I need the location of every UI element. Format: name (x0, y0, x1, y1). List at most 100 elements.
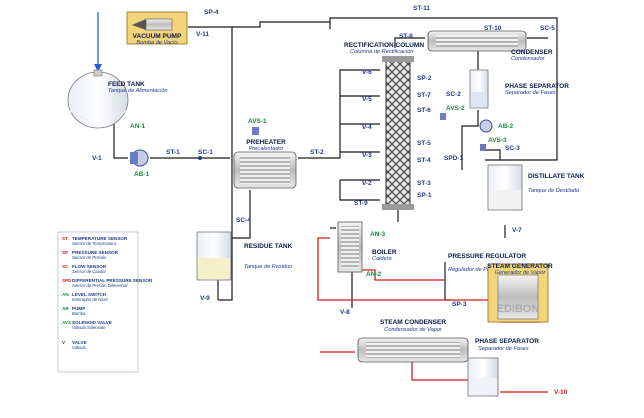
solenoid-valve-avs2[interactable] (440, 113, 446, 120)
legend: ST TEMPERATURE SENSOR Sensor de Temperat… (57, 231, 153, 373)
tag-ab2: AB-2 (498, 123, 514, 130)
tag-sc2: SC-2 (446, 91, 461, 98)
tag-v3: V-3 (362, 152, 372, 159)
svg-text:PUMP: PUMP (72, 306, 85, 311)
tag-v11: V-11 (196, 31, 209, 38)
residue-tank-subtitle: Tanque de Residuo (244, 264, 292, 270)
condenser[interactable] (427, 30, 527, 52)
svg-text:Interruptor de Nivel: Interruptor de Nivel (72, 297, 109, 302)
svg-text:Sensor de Presión: Sensor de Presión (72, 255, 107, 260)
tag-avs2: AVS-2 (446, 105, 465, 112)
legend-item: SP PRESSURE SENSOR Sensor de Presión (62, 250, 119, 260)
svg-text:DIFFERENTIAL PRESSURE SENSOR: DIFFERENTIAL PRESSURE SENSOR (72, 278, 153, 283)
tag-sp1: SP-1 (417, 192, 432, 199)
preheater-title: PREHEATER (246, 139, 286, 146)
svg-text:SOLENOID VALVE: SOLENOID VALVE (72, 320, 112, 325)
feed-tank-subtitle: Tanque de Alimentación (108, 88, 168, 94)
column-title: RECTIFICATION COLUMN (344, 42, 424, 49)
residue-tank-title: RESIDUE TANK (244, 243, 293, 250)
svg-text:SC: SC (62, 264, 69, 269)
phase-separator-top-title: PHASE SEPARATOR (505, 83, 569, 90)
legend-item: ST TEMPERATURE SENSOR Sensor de Temperat… (62, 236, 128, 246)
steam-generator-watermark: EDIBON (497, 303, 540, 315)
tag-v1: V-1 (92, 155, 102, 162)
flow-sensor-sc1 (198, 156, 202, 160)
steam-generator-title: STEAM GENERATOR (487, 263, 553, 270)
tag-avs3: AVS-3 (488, 137, 507, 144)
solenoid-valve-avs1[interactable] (252, 127, 259, 135)
pressure-regulator-subtitle: Regulador de Presión (448, 267, 502, 273)
tag-v10: V-10 (554, 389, 568, 396)
phase-separator-bottom-subtitle: Separador de Fases (478, 346, 529, 352)
tag-an3: AN-3 (370, 231, 386, 238)
vacuum-pump-title: VACUUM PUMP (133, 33, 182, 40)
preheater-subtitle: Precalentador (249, 146, 285, 152)
tag-sp2: SP-2 (417, 75, 432, 82)
svg-text:AB: AB (62, 306, 69, 311)
tag-sp4: SP-4 (204, 9, 219, 16)
steam-condenser[interactable] (357, 337, 469, 363)
tag-st11: ST-11 (413, 5, 430, 12)
tag-avs1: AVS-1 (248, 118, 267, 125)
solenoid-valve-avs3[interactable] (480, 144, 486, 151)
process-piping (113, 17, 558, 308)
svg-text:TEMPERATURE SENSOR: TEMPERATURE SENSOR (72, 236, 128, 241)
svg-text:V: V (62, 340, 66, 345)
tag-v4: V-4 (362, 124, 372, 131)
tag-sp3: SP-3 (452, 301, 467, 308)
legend-item: SC FLOW SENSOR Sensor de Caudal (62, 264, 107, 274)
steam-condenser-subtitle: Condensador de Vapor (384, 327, 443, 333)
condenser-title: CONDENSER (511, 49, 553, 56)
tag-ab1: AB-1 (134, 171, 150, 178)
tag-st5: ST-5 (417, 140, 431, 147)
svg-text:AVS: AVS (62, 320, 71, 325)
svg-text:Válvula: Válvula (72, 345, 86, 350)
steam-condenser-title: STEAM CONDENSER (380, 319, 446, 326)
tag-st7: ST-7 (417, 92, 431, 99)
legend-item: AN LEVEL SWITCH Interruptor de Nivel (62, 292, 109, 302)
vacuum-pump[interactable]: VACUUM PUMP Bomba de Vacío (126, 11, 188, 46)
svg-text:Válvula Solenoide: Válvula Solenoide (72, 325, 106, 330)
boiler[interactable] (337, 221, 363, 273)
feed-tank[interactable] (67, 69, 129, 129)
vacuum-pump-subtitle: Bomba de Vacío (136, 40, 177, 46)
boiler-subtitle: Caldera (372, 256, 392, 262)
svg-text:SP: SP (62, 250, 68, 255)
phase-separator-top[interactable] (469, 69, 489, 109)
tag-v7: V-7 (512, 227, 522, 234)
svg-text:SPD: SPD (62, 278, 72, 283)
tag-st10: ST-10 (484, 25, 502, 32)
column-subtitle: Columna de Rectificación (350, 49, 413, 55)
pump-ab2[interactable] (479, 119, 493, 133)
tag-st4: ST-4 (417, 157, 431, 164)
tag-sc1: SC-1 (198, 149, 213, 156)
rectification-column[interactable] (382, 56, 414, 210)
residue-tank[interactable] (196, 231, 232, 281)
feed-inlet-arrow (94, 64, 102, 72)
tag-sc5: SC-5 (540, 25, 555, 32)
distillate-tank-subtitle: Tanque de Destilado (528, 188, 579, 194)
tag-st3: ST-3 (417, 180, 431, 187)
steam-generator-subtitle: Generador de Vapor (495, 270, 547, 276)
phase-separator-bottom[interactable] (467, 357, 499, 397)
tag-st8: ST-8 (399, 33, 413, 40)
distillate-tank[interactable] (487, 164, 523, 211)
legend-item: V VALVE Válvula (62, 340, 87, 350)
preheater[interactable] (233, 151, 297, 189)
tag-st1: ST-1 (166, 149, 180, 156)
svg-text:Sensor de Presión Diferencial: Sensor de Presión Diferencial (72, 283, 128, 288)
pump-ab1[interactable] (130, 149, 149, 167)
steam-generator[interactable]: EDIBON (487, 263, 549, 323)
phase-separator-top-subtitle: Separador de Fases (505, 90, 556, 96)
legend-item: AVS SOLENOID VALVE Válvula Solenoide (62, 320, 112, 330)
svg-text:Bomba: Bomba (72, 311, 86, 316)
feed-tank-title: FEED TANK (108, 81, 145, 88)
svg-text:Sensor de Caudal: Sensor de Caudal (72, 269, 107, 274)
svg-text:Sensor de Temperatura: Sensor de Temperatura (72, 241, 117, 246)
svg-text:FLOW SENSOR: FLOW SENSOR (72, 264, 107, 269)
tag-v5: V-5 (362, 96, 372, 103)
boiler-title: BOILER (372, 249, 397, 256)
tag-st6: ST-6 (417, 107, 431, 114)
distillate-tank-title: DISTILLATE TANK (528, 173, 585, 180)
